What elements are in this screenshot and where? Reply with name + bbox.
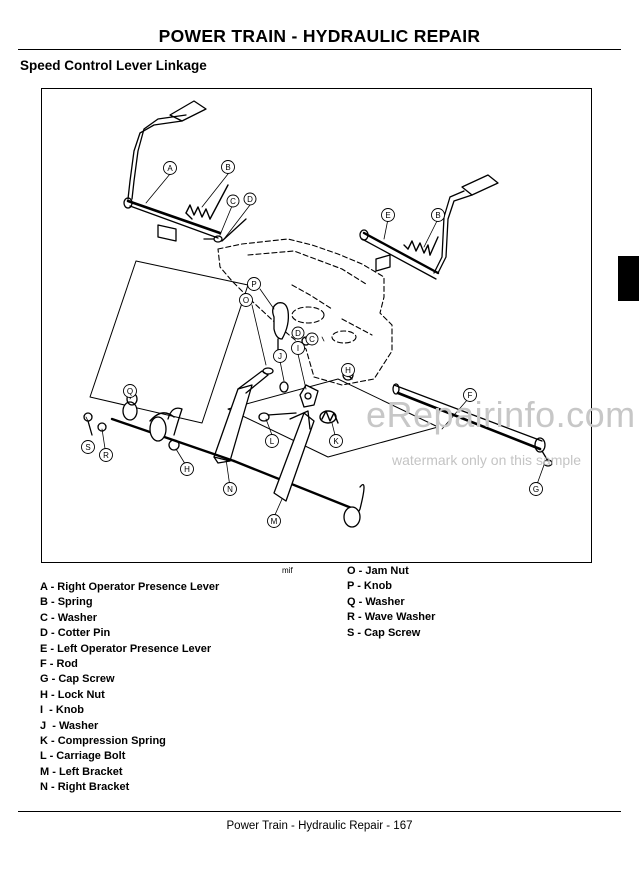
section-tab-marker xyxy=(618,256,639,301)
legend-item: F - Rod xyxy=(40,658,78,671)
legend-item: S - Cap Screw xyxy=(347,626,421,639)
callout-p: P xyxy=(251,280,256,289)
rod-f xyxy=(392,383,549,462)
callout-g: G xyxy=(533,485,539,494)
legend-item: A - Right Operator Presence Lever xyxy=(40,581,220,593)
page-footer: Power Train - Hydraulic Repair - 167 xyxy=(226,820,413,832)
parts-legend-right: O - Jam Nut P - Knob Q - Washer R - Wave… xyxy=(347,564,435,641)
callout-l: L xyxy=(270,437,275,446)
callout-r: R xyxy=(103,451,109,460)
callout-d-2: D xyxy=(295,329,301,338)
callout-i: I xyxy=(297,344,299,353)
callout-m: M xyxy=(271,517,278,526)
callout-h-2: H xyxy=(184,465,190,474)
header-divider xyxy=(18,49,621,50)
washer-j xyxy=(279,381,289,393)
knob-i xyxy=(299,384,319,408)
legend-item: R - Wave Washer xyxy=(347,611,436,624)
legend-item: J - Washer xyxy=(40,719,99,732)
footer-divider xyxy=(18,811,621,812)
legend-item: H - Lock Nut xyxy=(40,688,105,701)
legend-item: B - Spring xyxy=(40,596,93,609)
leader-lines xyxy=(85,173,545,518)
callout-h: H xyxy=(345,366,351,375)
callout-q: Q xyxy=(127,387,133,396)
callout-a: A xyxy=(167,164,173,173)
compression-spring-k xyxy=(319,410,339,424)
callout-o: O xyxy=(243,296,249,305)
page-header-title: POWER TRAIN - HYDRAULIC REPAIR xyxy=(158,26,481,46)
callout-e: E xyxy=(385,211,390,220)
legend-item: K - Compression Spring xyxy=(40,735,166,748)
callout-f: F xyxy=(468,391,473,400)
cotter-pin-right xyxy=(203,218,247,243)
callout-b: B xyxy=(225,163,230,172)
callout-j: J xyxy=(278,352,282,361)
knob-p xyxy=(272,302,290,352)
callout-d: D xyxy=(247,195,253,204)
right-operator-presence-lever xyxy=(123,100,222,242)
cap-screw-g xyxy=(543,459,553,467)
callout-circles xyxy=(81,160,543,528)
left-plate-outline xyxy=(89,260,249,424)
lock-nut-h-left xyxy=(168,439,180,451)
watermark-subtext: watermark only on this sample xyxy=(392,452,582,468)
transmission-outline xyxy=(217,238,393,386)
legend-item: D - Cotter Pin xyxy=(40,627,111,640)
section-title: Speed Control Lever Linkage xyxy=(20,58,207,73)
left-bracket-m xyxy=(273,410,315,502)
legend-item: G - Cap Screw xyxy=(40,673,115,686)
linkage-drawing: A B C D B E P O C D I J Q H F S R H L K … xyxy=(81,100,553,528)
legend-item: P - Knob xyxy=(347,580,393,593)
callout-c-2: C xyxy=(309,335,315,344)
callout-k: K xyxy=(333,437,339,446)
carriage-bolt-l xyxy=(258,412,297,422)
legend-item: L - Carriage Bolt xyxy=(40,750,126,763)
legend-item: C - Washer xyxy=(40,611,98,624)
callout-c: C xyxy=(230,197,236,206)
callout-letters: A B C D B E P O C D I J Q H F S R H L K … xyxy=(85,163,539,526)
parts-legend-left: A - Right Operator Presence Lever B - Sp… xyxy=(40,580,219,796)
legend-item: I - Knob xyxy=(40,704,84,717)
legend-item: N - Right Bracket xyxy=(40,781,130,794)
figure-code: mif xyxy=(282,566,293,575)
callout-s: S xyxy=(85,443,90,452)
exploded-diagram: A B C D B E P O C D I J Q H F S R H L K … xyxy=(41,88,592,563)
legend-item: M - Left Bracket xyxy=(40,765,123,778)
spring-b-right xyxy=(185,184,229,220)
cap-screw-s xyxy=(83,412,93,436)
left-operator-presence-lever xyxy=(359,174,499,280)
watermark-text: eRepairinfo.com xyxy=(366,394,636,435)
spring-b-left xyxy=(403,236,439,256)
legend-item: E - Left Operator Presence Lever xyxy=(40,642,212,655)
callout-n: N xyxy=(227,485,233,494)
legend-item: Q - Washer xyxy=(347,595,405,608)
callout-b-2: B xyxy=(435,211,440,220)
legend-item: O - Jam Nut xyxy=(347,565,409,577)
